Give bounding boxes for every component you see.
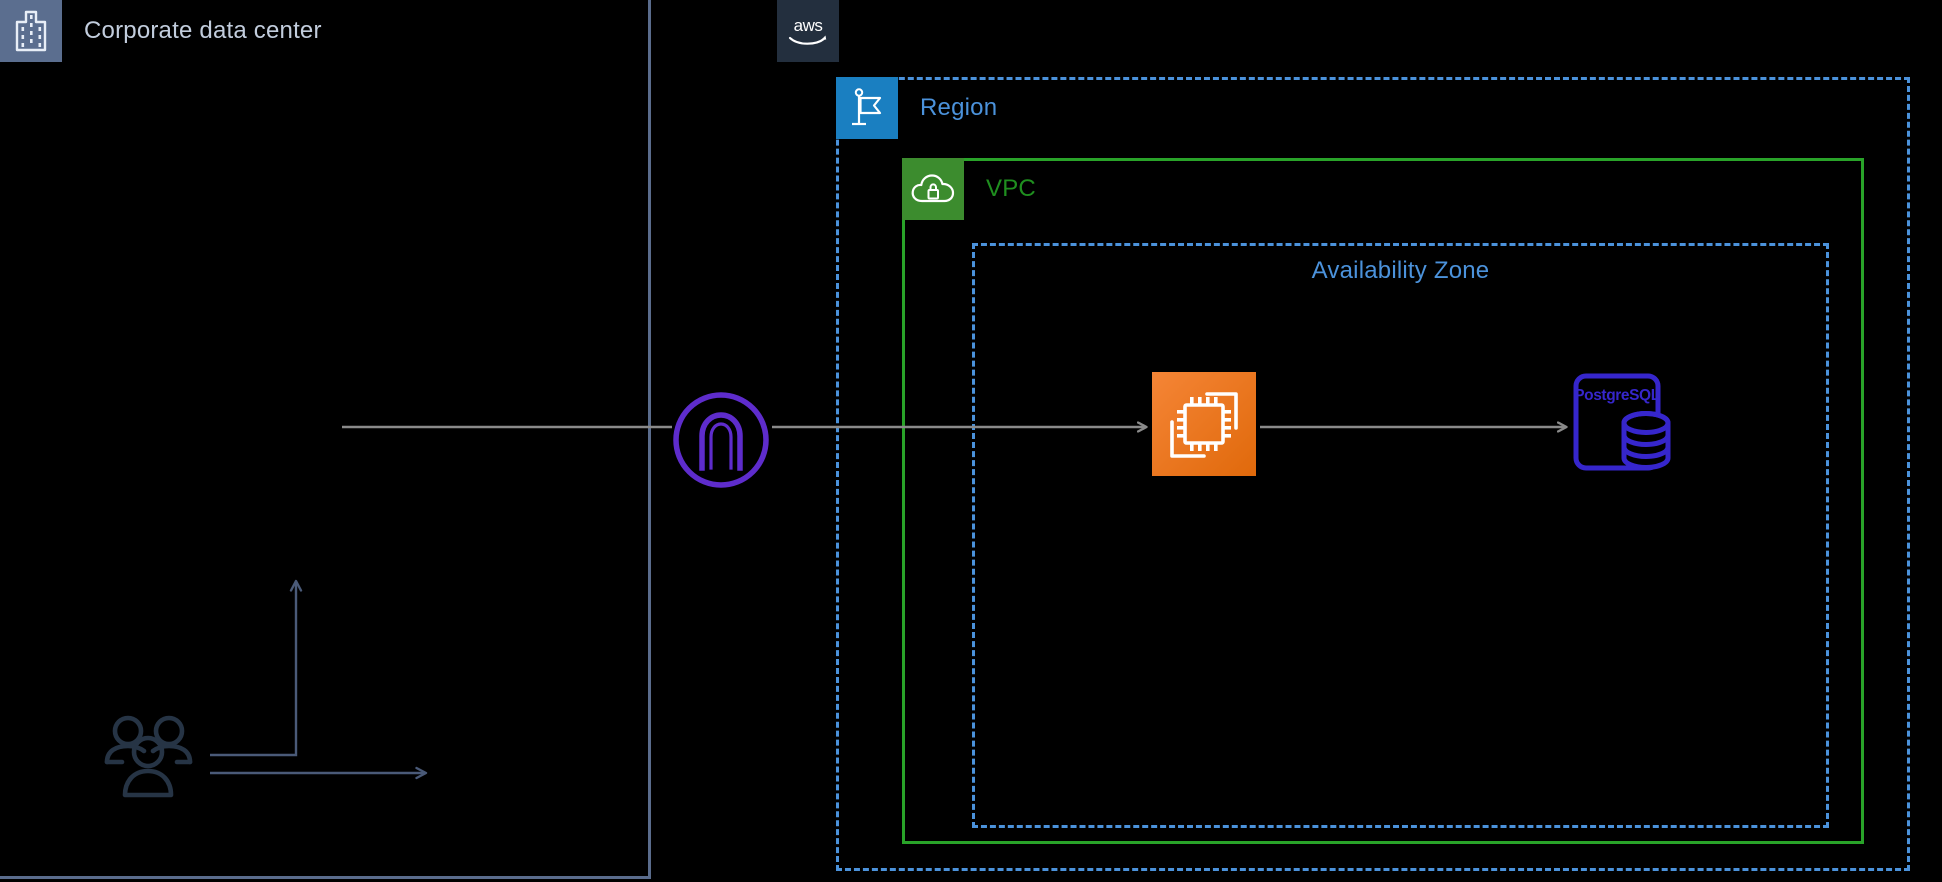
vpc-header: VPC xyxy=(902,158,1036,220)
aws-logo-badge: aws xyxy=(777,0,839,62)
neon-logo-icon[interactable] xyxy=(671,390,771,490)
vpc-label: VPC xyxy=(986,175,1036,202)
svg-text:PostgreSQL: PostgreSQL xyxy=(1574,387,1660,404)
postgresql-database-icon[interactable]: PostgreSQL xyxy=(1572,372,1672,472)
group-vpc xyxy=(902,158,1864,844)
corporate-data-center-header: Corporate data center xyxy=(0,0,322,62)
flag-icon xyxy=(836,77,898,139)
region-label: Region xyxy=(920,94,998,121)
corporate-data-center-label: Corporate data center xyxy=(84,17,322,44)
ec2-instance-icon[interactable] xyxy=(1152,372,1256,476)
availability-zone-label: Availability Zone xyxy=(1311,257,1490,284)
group-availability-zone xyxy=(972,243,1829,828)
cloud-lock-icon xyxy=(902,158,964,220)
group-corporate-data-center xyxy=(0,0,651,879)
users-group-icon[interactable] xyxy=(100,714,208,804)
group-region xyxy=(836,77,1910,871)
region-header: Region xyxy=(836,77,997,139)
svg-text:aws: aws xyxy=(794,16,823,35)
building-icon xyxy=(0,0,62,62)
